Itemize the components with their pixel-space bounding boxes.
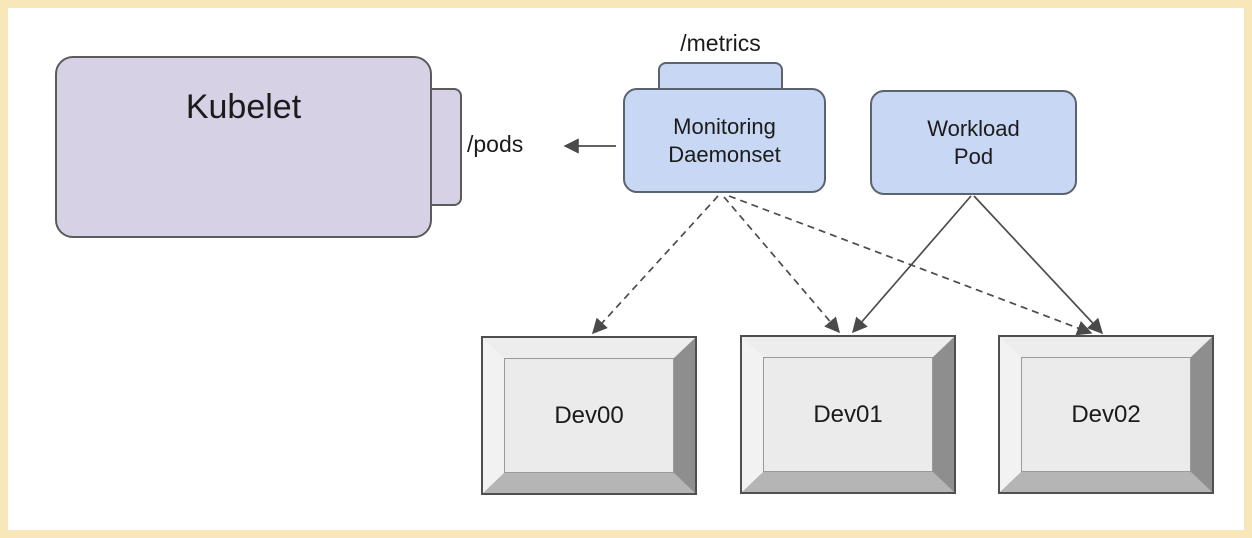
monitoring-daemonset-label-line1: Monitoring bbox=[673, 113, 776, 139]
workload-pod-label-line1: Workload bbox=[927, 115, 1020, 141]
edge-workload-to-dev02 bbox=[973, 195, 1104, 335]
device-dev02-face: Dev02 bbox=[1021, 357, 1191, 472]
kubelet-label: Kubelet bbox=[185, 88, 302, 126]
edge-workload-to-dev01 bbox=[851, 195, 972, 334]
device-dev00: Dev00 bbox=[483, 338, 695, 493]
device-dev01-face: Dev01 bbox=[763, 357, 933, 472]
device-dev01-label: Dev01 bbox=[813, 400, 883, 428]
device-dev02-label: Dev02 bbox=[1071, 400, 1141, 428]
kubelet-node: Kubelet bbox=[55, 56, 432, 238]
device-dev00-label: Dev00 bbox=[554, 401, 624, 429]
pods-endpoint-label: /pods bbox=[467, 131, 524, 157]
device-dev02: Dev02 bbox=[1000, 337, 1212, 492]
monitoring-daemonset-node: Monitoring Daemonset bbox=[623, 88, 826, 193]
workload-pod-node: Workload Pod bbox=[870, 90, 1077, 195]
edge-monitoring-to-dev00 bbox=[591, 195, 719, 335]
edge-monitoring-to-dev01 bbox=[723, 196, 840, 334]
metrics-endpoint-label: /metrics bbox=[680, 30, 761, 56]
workload-pod-label-line2: Pod bbox=[953, 143, 994, 169]
device-dev01: Dev01 bbox=[742, 337, 954, 492]
monitoring-daemonset-label-line2: Daemonset bbox=[668, 141, 781, 167]
device-dev00-face: Dev00 bbox=[504, 358, 674, 473]
edge-monitoring-to-dev02 bbox=[728, 195, 1093, 336]
